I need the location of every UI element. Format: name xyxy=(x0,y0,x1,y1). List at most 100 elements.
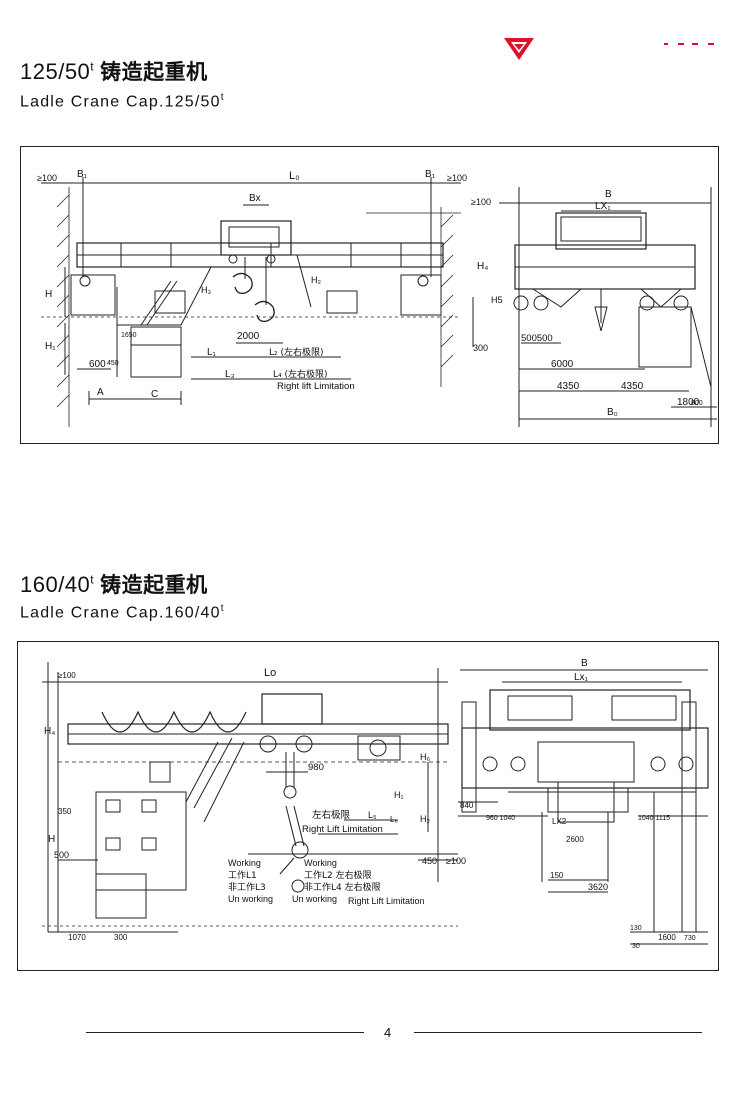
dim-500: 500 xyxy=(54,850,69,860)
dim-6000: 6000 xyxy=(551,359,574,370)
right-lift-limitation-label-3: Right Lift Limitation xyxy=(348,896,425,906)
dim-h2-2: H₂ xyxy=(420,814,430,824)
dim-bx: Bx xyxy=(249,193,261,204)
dim-h6: H₆ xyxy=(420,752,430,762)
dim-h1: H₁ xyxy=(45,341,56,352)
left-wall-hatch xyxy=(56,187,70,427)
dim-800: 800 xyxy=(691,400,703,407)
dim-100-vertical: ≥100 xyxy=(471,197,491,207)
dim-30: 30 xyxy=(632,943,640,950)
section1-subtitle-unit: t xyxy=(220,92,225,103)
dim-lo: L₀ xyxy=(289,170,300,182)
section2-subtitle-unit: t xyxy=(220,603,225,614)
section1-capacity: 125/50 xyxy=(20,59,91,84)
dim-960-1040: 960 1040 xyxy=(486,815,515,822)
dim-b: B xyxy=(605,189,612,200)
dim-350: 350 xyxy=(58,807,72,816)
page-number: 4 xyxy=(384,1025,392,1040)
dim-1800: 1800 xyxy=(677,397,700,408)
dim-2000: 2000 xyxy=(237,331,260,342)
dim-l2: L₂ (左右极限) xyxy=(269,346,324,358)
decorative-dots xyxy=(664,43,714,45)
dim-130: 130 xyxy=(630,925,642,932)
dim-600: 600 xyxy=(89,359,106,370)
work-l2-label: 工作L2 左右极限 xyxy=(304,869,372,881)
dim-h4-2: H₄ xyxy=(44,726,55,737)
dim-h3: H₃ xyxy=(201,285,211,295)
dim-l5: L₅ xyxy=(368,810,377,820)
right-lift-limitation-label-2: Right Lift Limitation xyxy=(302,824,383,835)
section2-title: 160/40t 铸造起重机 xyxy=(20,569,208,599)
dim-150: 150 xyxy=(550,871,564,880)
section1-cap-unit: t xyxy=(90,59,95,74)
right-wall-hatch xyxy=(366,207,461,387)
dim-l6: L₆ xyxy=(390,815,398,824)
section2-title-cn: 铸造起重机 xyxy=(100,573,208,597)
section2-drawing-frame: ≥100 Lo H₄ B Lx₁ 980 H₆ H₁ H₂ 左右极限 L₅ L₆… xyxy=(17,641,719,971)
dim-1650: 1650 xyxy=(121,332,137,339)
dim-980: 980 xyxy=(308,762,324,773)
end-view-drawing-2 xyxy=(458,669,709,945)
dim-2600: 2600 xyxy=(566,835,584,844)
section2-subtitle-text: Ladle Crane Cap.160/40 xyxy=(20,604,221,622)
dim-c: C xyxy=(151,389,158,400)
dim-b-2: B xyxy=(581,658,588,669)
dim-l4: L₄ (左右极限) xyxy=(273,368,328,380)
unworking-label-1: Un working xyxy=(228,894,273,904)
unworking-label-2: Un working xyxy=(292,894,337,904)
dim-l3: L₃ xyxy=(225,369,235,380)
dim-lo-2: Lo xyxy=(264,667,276,679)
dim-h1-2: H₁ xyxy=(394,790,404,800)
section2-crane-drawing: ≥100 Lo H₄ B Lx₁ 980 H₆ H₁ H₂ 左右极限 L₅ L₆… xyxy=(42,658,709,950)
brand-logo-icon xyxy=(504,38,534,60)
right-lift-cn: 左右极限 xyxy=(312,809,351,821)
dim-b1-right: B₁ xyxy=(425,169,436,180)
dim-b1-left: B₁ xyxy=(77,169,88,180)
dim-a: A xyxy=(97,387,104,398)
dim-1070: 1070 xyxy=(68,933,86,942)
dim-840: 840 xyxy=(460,801,474,810)
section1-subtitle: Ladle Crane Cap.125/50t xyxy=(20,92,225,111)
dim-h: H xyxy=(45,289,52,300)
section1-crane-drawing: ≥100 B₁ L₀ B₁ ≥100 Bx ≥100 H₄ H H₃ H₂ H₁… xyxy=(37,169,717,427)
dim-l1: L₁ xyxy=(207,347,217,358)
dim-300-2: 300 xyxy=(114,933,128,942)
dim-300: 300 xyxy=(473,343,488,353)
dim-lx2: LX2 xyxy=(552,817,567,826)
section1-title: 125/50t 铸造起重机 xyxy=(20,56,208,86)
dim-h5: H5 xyxy=(491,295,503,305)
section1-title-cn: 铸造起重机 xyxy=(100,60,208,84)
working-label-2: Working xyxy=(304,858,337,868)
dim-4350-left: 4350 xyxy=(557,381,580,392)
dim-730: 730 xyxy=(684,935,696,942)
right-lift-limitation-label: Right lift Limitation xyxy=(277,381,355,392)
dim-lx1-2: Lx₁ xyxy=(574,672,589,683)
dim-450-2: 450 xyxy=(422,856,437,866)
nonwork-l4-label: 非工作L4 左右极限 xyxy=(304,881,381,893)
dim-100-b: ≥100 xyxy=(446,856,466,866)
footer-rule-left xyxy=(86,1032,364,1033)
dim-1600: 1600 xyxy=(658,933,676,942)
work-l1-label: 工作L1 xyxy=(228,869,257,881)
dim-h4: H₄ xyxy=(477,261,488,272)
dim-100-top: ≥100 xyxy=(58,671,76,680)
section1-subtitle-text: Ladle Crane Cap.125/50 xyxy=(20,93,221,111)
working-label-1: Working xyxy=(228,858,261,868)
section2-subtitle: Ladle Crane Cap.160/40t xyxy=(20,603,225,622)
footer-rule-right xyxy=(414,1032,702,1033)
dim-lx1: LX₁ xyxy=(595,201,611,212)
dim-450: 450 xyxy=(107,360,119,367)
section2-cap-unit: t xyxy=(90,572,95,587)
dim-bo: B₀ xyxy=(607,407,618,418)
dim-4350-right: 4350 xyxy=(621,381,644,392)
dim-1040-1115: 1040 1115 xyxy=(638,815,670,822)
dim-100-right: ≥100 xyxy=(447,173,467,183)
dim-100-left: ≥100 xyxy=(37,173,57,183)
nonwork-l3-label: 非工作L3 xyxy=(228,881,266,893)
section2-capacity: 160/40 xyxy=(20,572,91,597)
section1-drawing-frame: ≥100 B₁ L₀ B₁ ≥100 Bx ≥100 H₄ H H₃ H₂ H₁… xyxy=(20,146,719,444)
dim-500-500: 500500 xyxy=(521,333,553,344)
end-view-drawing xyxy=(472,187,717,427)
dim-h-2: H xyxy=(48,834,55,845)
dim-h2: H₂ xyxy=(311,275,321,285)
